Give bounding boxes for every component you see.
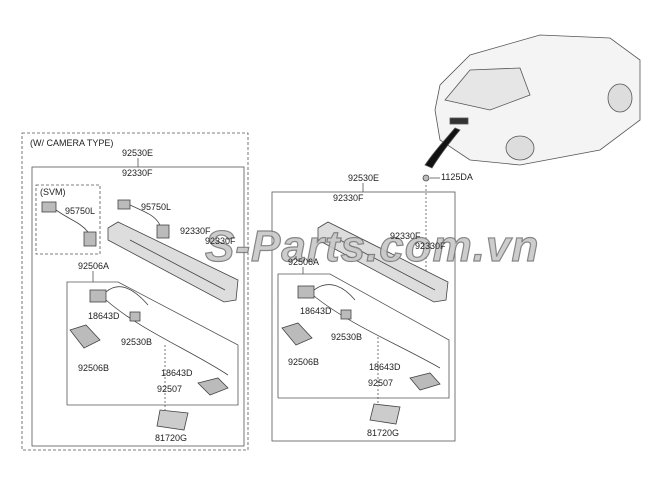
label-92330F-left-mid[interactable]: 92330F	[180, 226, 211, 236]
label-81720G-left[interactable]: 81720G	[155, 433, 188, 443]
label-92330F-left-right[interactable]: 92330F	[205, 236, 236, 246]
label-92330F-right-top[interactable]: 92330F	[333, 193, 364, 203]
label-1125DA[interactable]: 1125DA	[441, 172, 473, 182]
label-18643D-right-b[interactable]: 18643D	[369, 362, 401, 372]
svm-frame	[35, 184, 101, 255]
label-92330F-left-top[interactable]: 92330F	[122, 168, 153, 178]
camera-part	[117, 199, 131, 210]
svm-camera-part	[41, 201, 57, 213]
screw-part	[422, 174, 430, 182]
label-18643D-left-a[interactable]: 18643D	[88, 311, 120, 321]
right-assembly-box	[271, 191, 456, 442]
label-92530B-left[interactable]: 92530B	[121, 337, 153, 347]
label-92506A-left[interactable]: 92506A	[78, 261, 110, 271]
watermark: S-Parts.com.vn	[204, 221, 540, 271]
label-18643D-right-a[interactable]: 18643D	[300, 306, 332, 316]
handle-part	[156, 409, 189, 431]
label-92530E-right[interactable]: 92530E	[348, 173, 380, 183]
label-92530E-left[interactable]: 92530E	[122, 148, 154, 158]
vehicle-illustration	[424, 34, 641, 169]
label-92506A-right[interactable]: 92506A	[288, 257, 320, 267]
svm-label: (SVM)	[40, 187, 66, 197]
label-95750L[interactable]: 95750L	[141, 202, 172, 212]
label-95750L-svm[interactable]: 95750L	[65, 206, 96, 216]
label-92330F-right-right[interactable]: 92330F	[415, 241, 446, 251]
left-garnish-bracket	[107, 221, 239, 303]
right-harness-box	[277, 273, 450, 399]
left-harness-box	[66, 281, 239, 406]
label-92507-left[interactable]: 92507	[157, 384, 183, 394]
label-92530B-right[interactable]: 92530B	[331, 332, 363, 342]
label-92330F-right-mid[interactable]: 92330F	[390, 231, 421, 241]
camera-type-title: (W/ CAMERA TYPE)	[30, 138, 114, 148]
label-92507-right[interactable]: 92507	[368, 378, 394, 388]
right-lamp-part	[197, 377, 229, 396]
label-18643D-left-b[interactable]: 18643D	[161, 368, 193, 378]
label-92506B-right[interactable]: 92506B	[288, 357, 320, 367]
camera-type-frame	[21, 132, 249, 451]
label-92506B-left[interactable]: 92506B	[78, 363, 110, 373]
label-81720G-right[interactable]: 81720G	[367, 428, 400, 438]
left-lamp-part	[69, 324, 101, 349]
right-garnish-bracket	[317, 221, 449, 303]
